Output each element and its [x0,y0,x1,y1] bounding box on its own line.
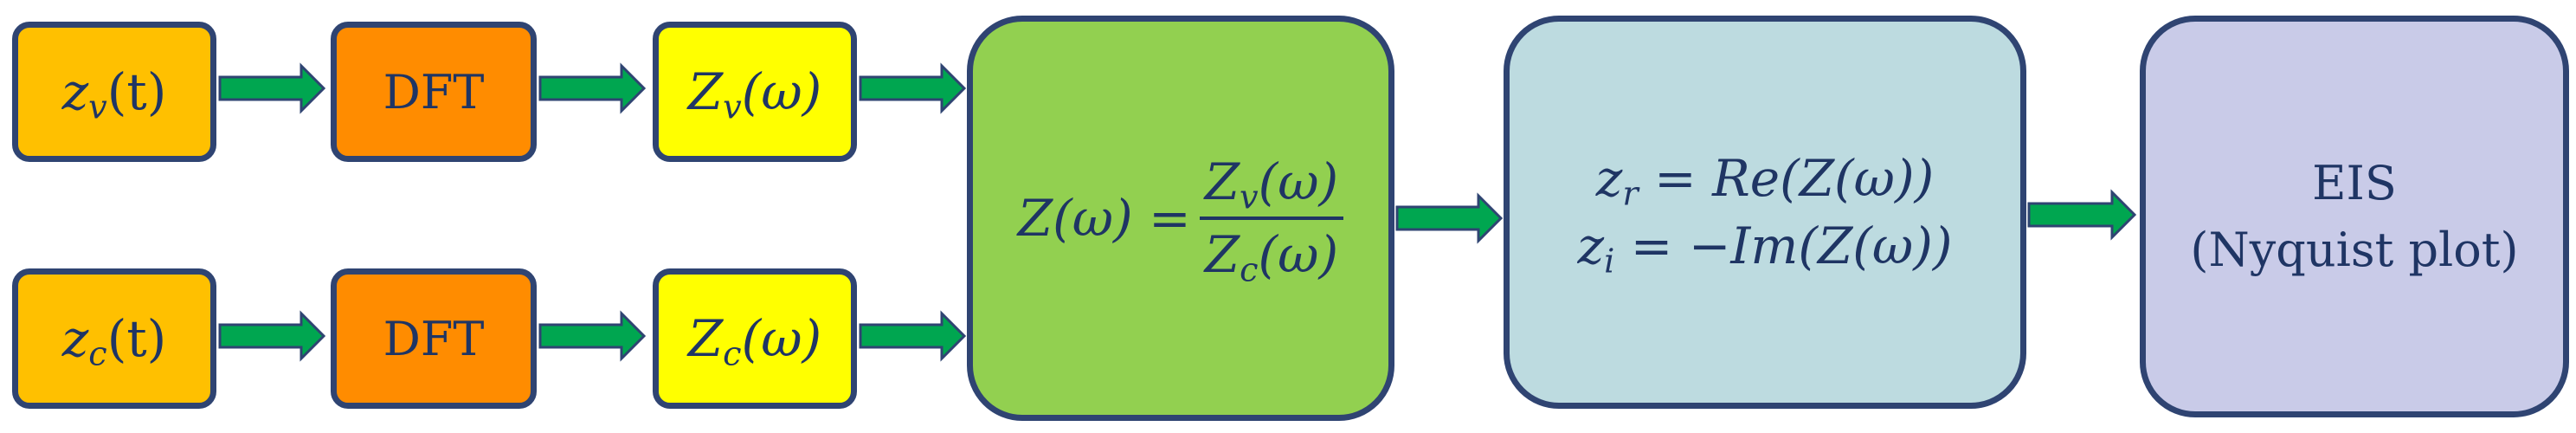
dft-box-voltage: DFT [331,22,537,162]
arrow-signal-to-dft-current [218,310,326,362]
imag-part-equation: zi = −Im(Z(ω)) [1577,216,1953,281]
arrow-dft-to-spectrum-current [538,310,647,362]
signal-label-current: zc(t) [61,309,167,374]
dft-box-current: DFT [331,268,537,409]
signal-label-voltage: zv(t) [61,62,167,127]
impedance-numerator: Zv(ω) [1199,152,1344,220]
arrow-spectrum-voltage-to-impedance [859,62,967,114]
arrow-components-to-output [2027,189,2137,241]
signal-box-voltage: zv(t) [12,22,216,162]
spectrum-box-current: Zc(ω) [653,268,857,409]
impedance-box: Z(ω) = Zv(ω) Zc(ω) [967,16,1394,421]
impedance-fraction: Zv(ω) Zc(ω) [1199,152,1344,290]
arrow-dft-to-spectrum-voltage [538,62,647,114]
components-box: zr = Re(Z(ω)) zi = −Im(Z(ω)) [1504,16,2026,409]
dft-label-current: DFT [383,311,485,366]
output-text: EIS (Nyquist plot) [2190,156,2518,277]
output-line-eis: EIS [2312,156,2397,210]
signal-box-current: zc(t) [12,268,216,409]
real-part-equation: zr = Re(Z(ω)) [1595,149,1935,214]
spectrum-label-voltage: Zv(ω) [687,62,822,127]
output-box: EIS (Nyquist plot) [2140,16,2569,417]
output-line-nyquist: (Nyquist plot) [2190,223,2519,277]
impedance-denominator: Zc(ω) [1204,225,1339,290]
arrow-signal-to-dft-voltage [218,62,326,114]
spectrum-box-voltage: Zv(ω) [653,22,857,162]
arrow-impedance-to-components [1395,192,1504,244]
dft-label-voltage: DFT [383,64,485,120]
components-equations: zr = Re(Z(ω)) zi = −Im(Z(ω)) [1577,149,1953,281]
spectrum-label-current: Zc(ω) [687,309,822,374]
impedance-equation: Z(ω) = Zv(ω) Zc(ω) [1017,152,1344,290]
impedance-lhs: Z(ω) = [1017,189,1191,248]
arrow-spectrum-current-to-impedance [859,310,967,362]
